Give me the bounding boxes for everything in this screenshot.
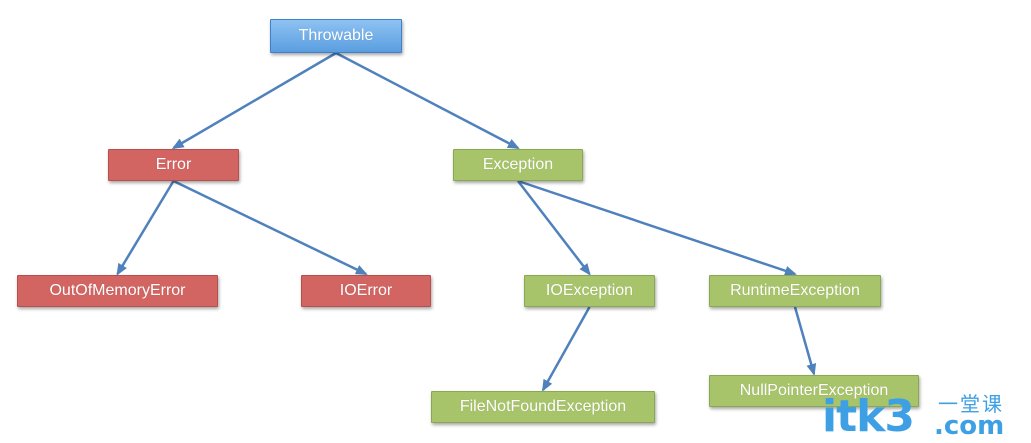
watermark-suffix-com: .com [934, 411, 1005, 441]
node-exception: Exception [453, 149, 583, 181]
node-throwable: Throwable [270, 19, 402, 53]
edge-runtime-exception-to-null-pointer-exception [793, 306, 817, 376]
node-io-exception: IOException [524, 275, 655, 307]
node-error: Error [108, 149, 239, 181]
edge-throwable-to-exception [335, 51, 520, 150]
edge-io-exception-to-file-not-found-exception [541, 306, 591, 392]
edge-error-to-out-of-memory-error [116, 180, 175, 276]
node-out-of-memory-error: OutOfMemoryError [17, 275, 218, 307]
edge-exception-to-io-exception [517, 180, 591, 276]
watermark-brand: itk3 [822, 391, 915, 442]
node-null-pointer-exception: NullPointerException [709, 375, 919, 407]
node-file-not-found-exception: FileNotFoundException [431, 391, 655, 423]
watermark-suffix-cn: 一堂课 [938, 392, 1004, 416]
site-watermark-logo: itk3 一堂课 .com [822, 393, 1022, 443]
node-io-error: IOError [301, 275, 431, 307]
edge-error-to-io-error [172, 179, 368, 276]
edge-exception-to-runtime-exception [517, 179, 797, 276]
edge-throwable-to-error [171, 51, 337, 150]
node-runtime-exception: RuntimeException [709, 275, 881, 307]
